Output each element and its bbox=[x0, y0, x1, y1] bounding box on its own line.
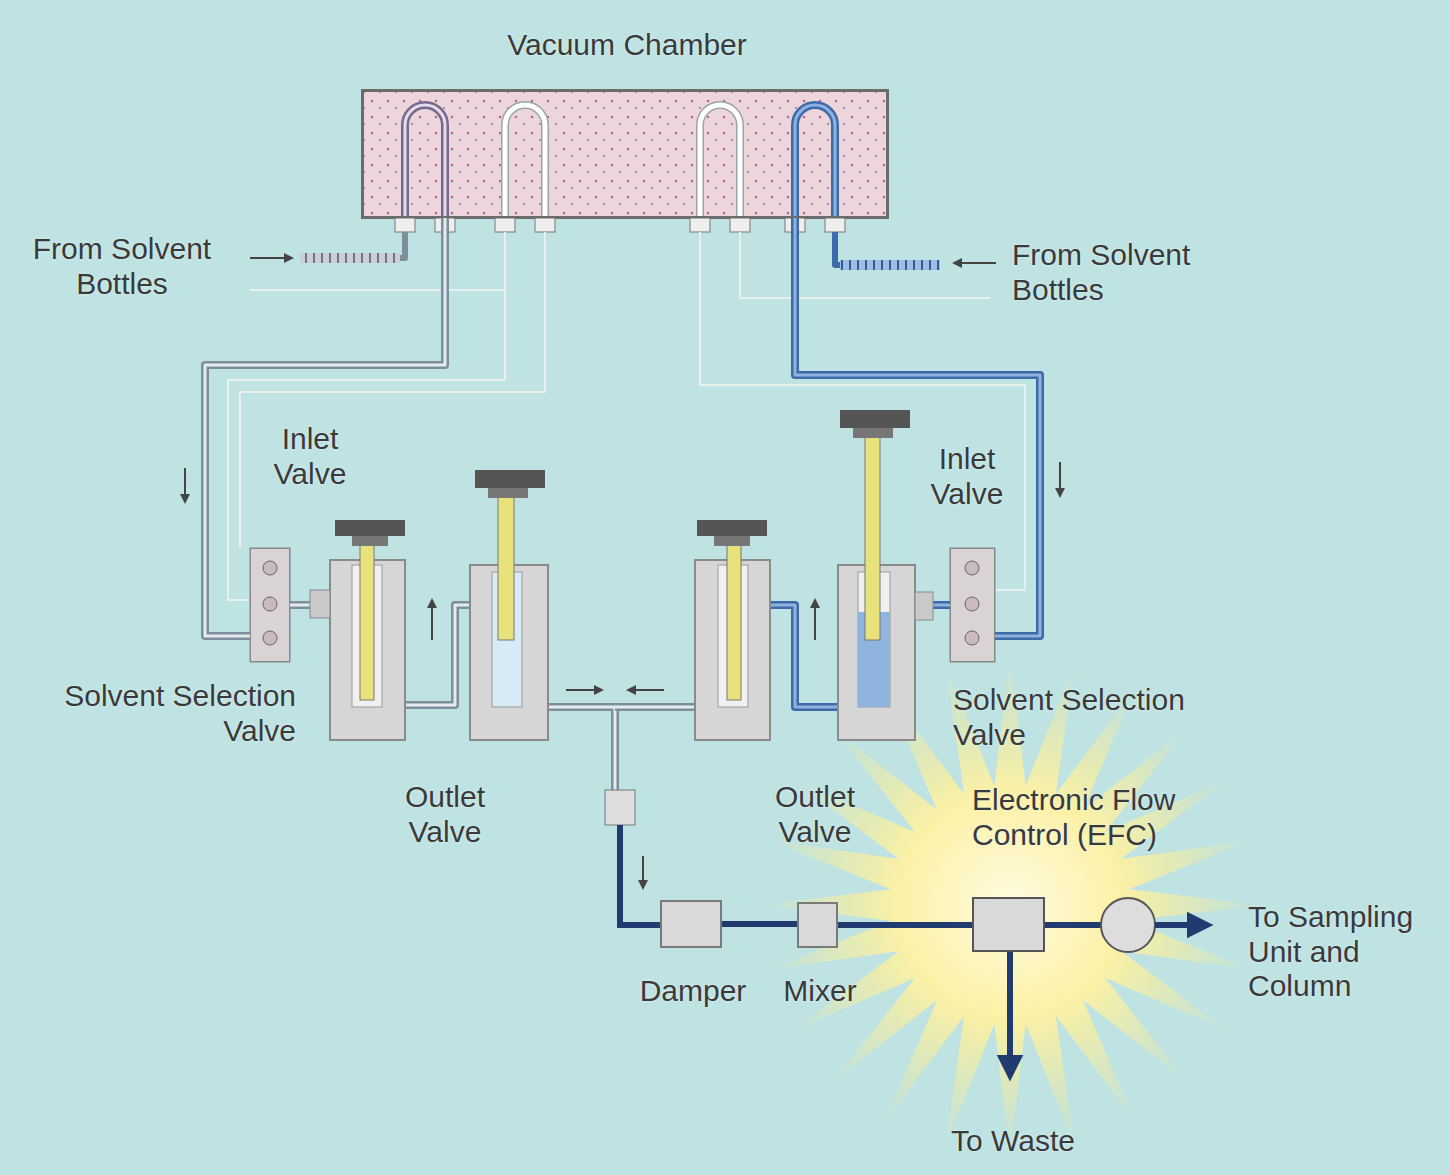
flow-arrow bbox=[185, 258, 1060, 888]
node-label: Solvent Selection Valve bbox=[953, 683, 1193, 752]
flow-control-box: Electronic Flow Control (EFC) bbox=[972, 897, 1045, 952]
pump-head bbox=[352, 536, 388, 546]
pump-head bbox=[498, 490, 514, 640]
flow-arrow bbox=[954, 262, 996, 264]
solvent-inlet-tube bbox=[840, 260, 940, 270]
vacuum-chamber bbox=[405, 105, 445, 218]
pump-head bbox=[475, 470, 545, 488]
pump-head bbox=[488, 488, 528, 498]
chamber-port bbox=[730, 218, 750, 232]
outlet-line bbox=[620, 825, 660, 925]
vacuum-chamber bbox=[362, 90, 888, 218]
auxiliary-solvent-line bbox=[228, 232, 1025, 600]
vacuum-chamber bbox=[362, 90, 888, 218]
part-label: From Solvent Bottles bbox=[12, 232, 232, 301]
selection-valve-body bbox=[950, 548, 995, 662]
outlet-line bbox=[1007, 952, 1013, 1068]
solvent-inlet-tube bbox=[400, 232, 405, 258]
solvent-inlet-tube bbox=[300, 253, 400, 263]
solvent-selection-valve: Solvent Selection Valve bbox=[950, 548, 995, 662]
part-label: Outlet Valve bbox=[385, 780, 505, 849]
selection-valve-body bbox=[965, 561, 979, 575]
pump-head bbox=[360, 540, 374, 700]
chamber-port bbox=[495, 218, 515, 232]
part-label: From Solvent Bottles bbox=[1012, 238, 1227, 307]
part-label: Outlet Valve bbox=[755, 780, 875, 849]
pump-head bbox=[727, 545, 741, 700]
vacuum-chamber bbox=[505, 105, 545, 218]
selection-valve-body bbox=[263, 597, 277, 611]
selection-valve-body bbox=[965, 597, 979, 611]
solvent-selection-valve: Solvent Selection Valve bbox=[250, 548, 290, 662]
pump-head bbox=[915, 592, 933, 620]
vacuum-chamber bbox=[700, 105, 740, 218]
pipe-connector bbox=[795, 218, 1040, 636]
part-label: Inlet Valve bbox=[255, 422, 365, 491]
selection-valve-body bbox=[263, 561, 277, 575]
flow-arrow bbox=[642, 856, 644, 888]
flow-arrow bbox=[250, 257, 292, 259]
pump-head bbox=[865, 430, 880, 640]
damper-box: Damper bbox=[660, 900, 722, 948]
vacuum-chamber bbox=[700, 105, 740, 218]
vacuum-chamber bbox=[405, 105, 445, 218]
solvent-inlet-tube bbox=[300, 232, 940, 270]
node-label: Mixer bbox=[740, 974, 900, 1009]
flow-arrow bbox=[184, 468, 186, 502]
auxiliary-solvent-line bbox=[740, 232, 990, 298]
pipe-connector bbox=[722, 921, 797, 927]
selection-valve-body bbox=[250, 548, 290, 662]
auxiliary-solvent-line bbox=[740, 232, 990, 298]
part-label: To Waste bbox=[913, 1124, 1113, 1159]
chamber-port bbox=[395, 218, 415, 232]
vacuum-chamber bbox=[505, 105, 545, 218]
auxiliary-solvent-line bbox=[228, 232, 505, 600]
vacuum-chamber-box: Vacuum Chamber bbox=[362, 90, 888, 218]
outlet-line bbox=[1155, 922, 1200, 928]
pump-head bbox=[310, 590, 330, 618]
selection-valve-body bbox=[965, 631, 979, 645]
solvent-inlet-tube bbox=[835, 232, 840, 265]
node-label: Vacuum Chamber bbox=[377, 28, 877, 63]
pump-head bbox=[335, 520, 405, 536]
pump-head bbox=[840, 410, 910, 428]
pump-head bbox=[310, 410, 933, 740]
outlet-line bbox=[1045, 922, 1101, 928]
flow-arrow bbox=[814, 600, 816, 640]
pipe-connector bbox=[838, 922, 972, 928]
part-label: Inlet Valve bbox=[912, 442, 1022, 511]
pump-head bbox=[714, 536, 750, 546]
flow-arrow bbox=[628, 689, 664, 691]
node-label: Solvent Selection Valve bbox=[56, 679, 296, 748]
flow-arrow bbox=[566, 689, 602, 691]
auxiliary-solvent-line bbox=[700, 232, 1025, 590]
pipe-core bbox=[795, 218, 1040, 636]
node-label: Damper bbox=[613, 974, 773, 1009]
pipe-connector bbox=[205, 218, 445, 636]
flow-arrow bbox=[1059, 462, 1061, 496]
chamber-port bbox=[535, 218, 555, 232]
vacuum-chamber bbox=[795, 105, 835, 218]
pump-head bbox=[697, 520, 767, 536]
highlight-burst bbox=[760, 655, 1260, 1155]
part-label: To Sampling Unit and Column bbox=[1248, 900, 1443, 1004]
pump-head bbox=[853, 428, 893, 438]
auxiliary-solvent-line bbox=[700, 232, 1025, 590]
pipe-core bbox=[205, 218, 445, 636]
auxiliary-solvent-line bbox=[228, 232, 505, 600]
chamber-port bbox=[825, 218, 845, 232]
auxiliary-solvent-line bbox=[250, 289, 505, 291]
vacuum-chamber bbox=[795, 105, 835, 218]
outlet-line bbox=[605, 790, 635, 825]
selection-valve-body bbox=[263, 631, 277, 645]
chamber-port bbox=[395, 218, 845, 232]
chamber-port bbox=[690, 218, 710, 232]
mixer-box: Mixer bbox=[797, 902, 838, 948]
node-label: Electronic Flow Control (EFC) bbox=[972, 783, 1268, 852]
flow-arrow bbox=[431, 600, 433, 640]
outlet-line bbox=[1101, 898, 1155, 952]
